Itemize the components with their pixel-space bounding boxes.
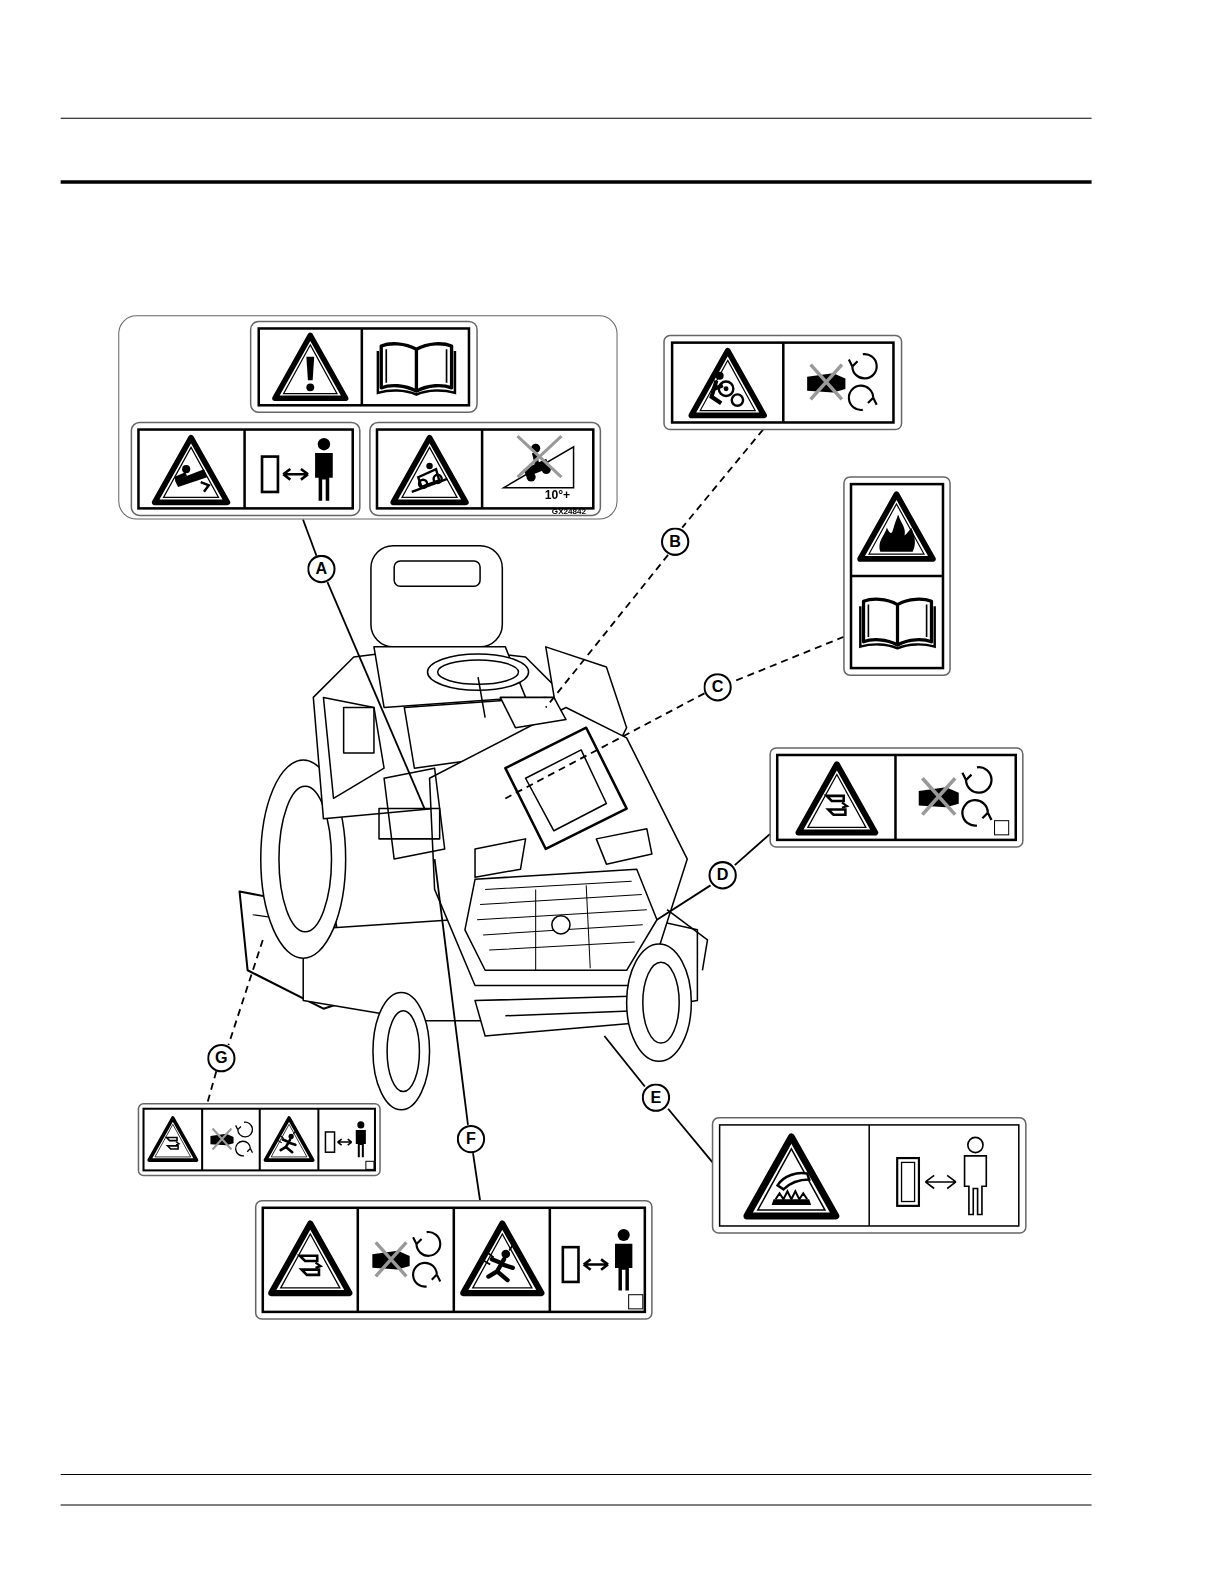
- callout-letter: A: [316, 560, 328, 578]
- callout-letter: B: [669, 533, 681, 551]
- callout-circle: F: [457, 1125, 485, 1153]
- callout-circle: E: [642, 1083, 670, 1111]
- callout-circle: A: [307, 555, 335, 583]
- callout-letter: D: [717, 866, 729, 884]
- callout-letter: F: [466, 1130, 476, 1148]
- slope-label: 10°+: [545, 488, 570, 502]
- callout-letter: E: [651, 1089, 662, 1107]
- leader-line: [303, 519, 316, 555]
- callout-circle: G: [207, 1044, 235, 1072]
- mower-illustration: [240, 546, 708, 1110]
- decal-d: [770, 748, 1023, 847]
- callout-circle: B: [661, 528, 689, 556]
- safety-decal: 10°+ GX24842: [118, 315, 617, 519]
- callout-circle: D: [709, 861, 737, 889]
- page-rules: [61, 118, 1092, 1505]
- leader-line: [303, 519, 316, 555]
- decal-e: [713, 1118, 1026, 1233]
- callout-letter: G: [215, 1049, 228, 1067]
- part-number: GX24842: [552, 507, 586, 516]
- decal-f: [256, 1201, 652, 1319]
- leader-lines: [207, 430, 844, 1201]
- decal-c: [844, 477, 950, 675]
- decal-a: [131, 321, 600, 515]
- callout-circle: C: [703, 673, 731, 701]
- decal-b: [664, 336, 902, 430]
- callout-letter: C: [712, 678, 724, 696]
- decal-g: [138, 1104, 380, 1176]
